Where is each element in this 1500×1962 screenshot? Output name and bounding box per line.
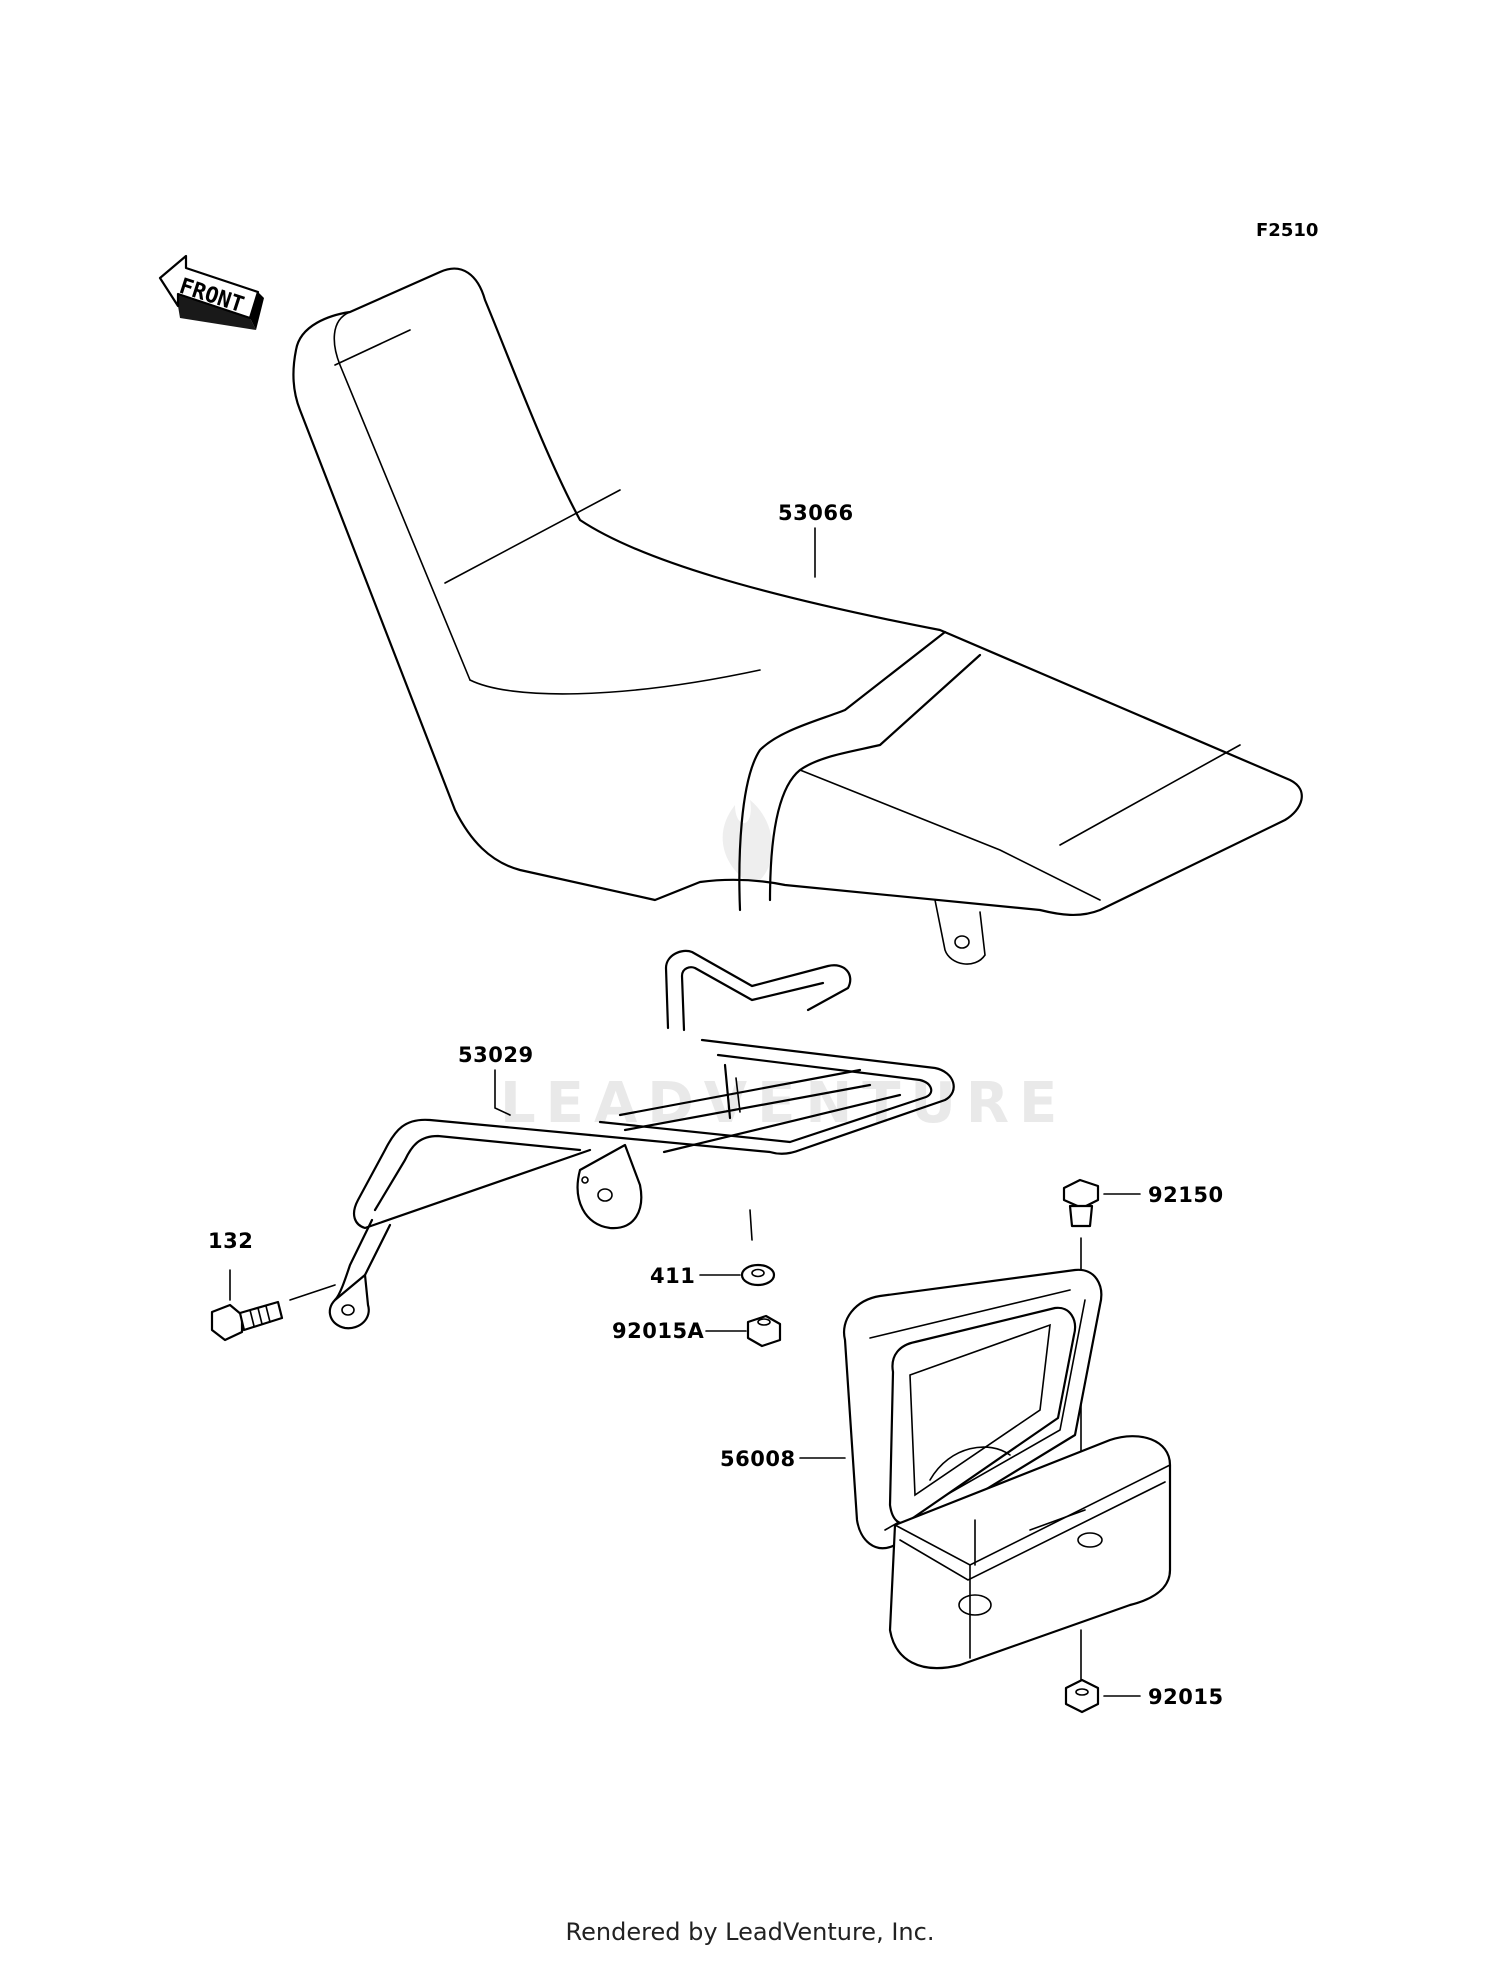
label-53029: 53029: [458, 1043, 534, 1067]
carrier-drawing: 53029: [328, 949, 955, 1330]
label-92015: 92015: [1148, 1685, 1224, 1709]
footer-credit: Rendered by LeadVenture, Inc.: [565, 1918, 935, 1946]
label-92150: 92150: [1148, 1183, 1224, 1207]
washer-411: 411: [650, 1263, 776, 1288]
label-132: 132: [208, 1229, 253, 1253]
front-arrow-icon: FRONT: [158, 254, 264, 330]
label-53066: 53066: [778, 501, 854, 525]
figure-id: F2510: [1256, 220, 1318, 241]
label-411: 411: [650, 1264, 695, 1288]
nut-92015a: 92015A: [612, 1314, 782, 1348]
case-56008: 56008: [720, 1268, 1172, 1670]
watermark: LEADVENTURE: [500, 800, 1067, 1136]
nut-92015: 92015: [1064, 1629, 1224, 1714]
bolt-132: 132: [208, 1229, 336, 1342]
seat-drawing: 53066: [292, 267, 1303, 965]
label-92015a: 92015A: [612, 1319, 705, 1343]
label-56008: 56008: [720, 1447, 796, 1471]
watermark-text: LEADVENTURE: [500, 1071, 1067, 1136]
